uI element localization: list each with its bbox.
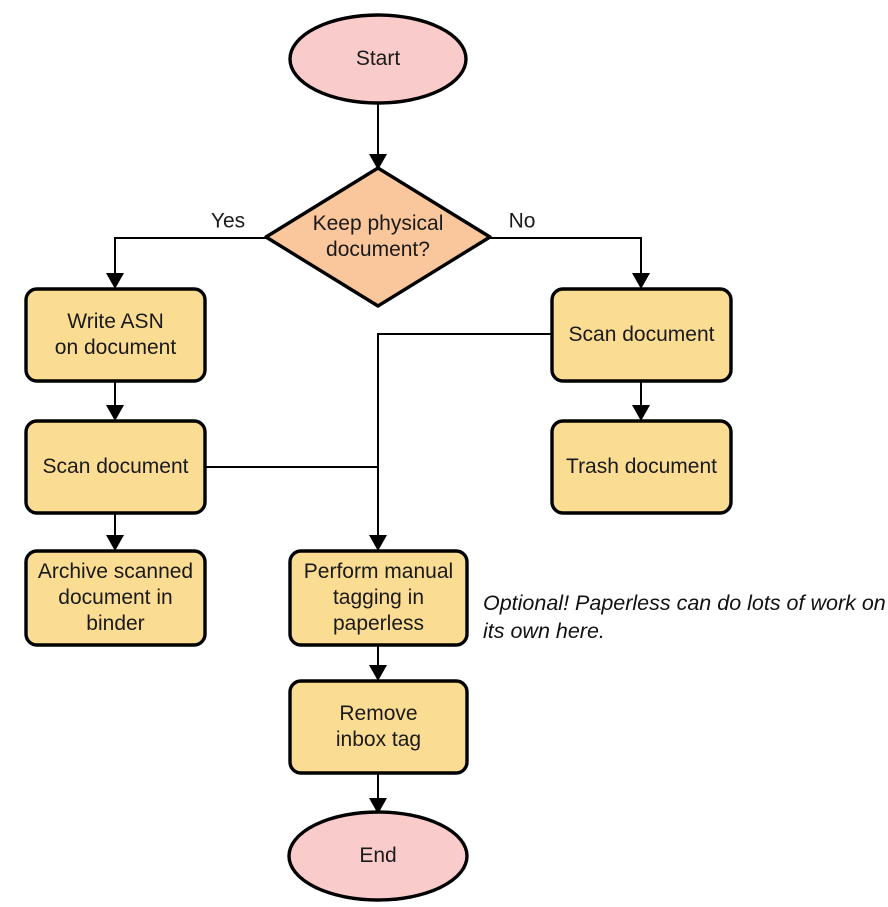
arrowhead-icon — [369, 154, 387, 170]
connector-line — [490, 237, 642, 285]
arrowhead-icon — [369, 665, 387, 681]
node-start[interactable]: Start — [288, 13, 468, 105]
arrowhead-icon — [369, 535, 387, 551]
edge-label: No — [509, 210, 536, 233]
terminator-shape — [288, 13, 468, 105]
node-end[interactable]: End — [287, 810, 469, 902]
arrowhead-icon — [106, 405, 124, 421]
process-shape — [24, 549, 207, 647]
terminator-shape — [287, 810, 469, 902]
process-shape — [288, 679, 469, 775]
edge-scan-right-to-tagging — [369, 333, 552, 551]
process-shape — [550, 419, 733, 515]
edge-write-asn-to-scan-left — [106, 381, 124, 421]
edge-tagging-to-remove-inbox — [369, 645, 387, 681]
arrowhead-icon — [632, 273, 650, 289]
node-label: Scan document — [43, 455, 189, 478]
edge-label: Yes — [211, 210, 245, 233]
process-shape — [288, 549, 469, 647]
edges-layer: Yes No — [106, 103, 650, 814]
edge-scan-left-to-archive — [106, 513, 124, 551]
node-label: Trash document — [566, 455, 717, 478]
arrowhead-icon — [106, 273, 124, 289]
edge-decision-no: No — [490, 210, 650, 289]
edge-scan-right-to-trash — [632, 381, 650, 421]
arrowhead-icon — [106, 535, 124, 551]
connector-line — [377, 333, 552, 547]
node-trash-document[interactable]: Trash document — [550, 419, 733, 515]
edge-remove-inbox-to-end — [369, 773, 387, 814]
note-optional-paperless: Optional! Paperless can do lots of work … — [483, 591, 886, 643]
arrowhead-icon — [632, 405, 650, 421]
connector-line — [114, 237, 266, 285]
edge-start-to-decision — [369, 103, 387, 170]
node-scan-document-right[interactable]: Scan document — [550, 287, 733, 383]
node-label: Start — [356, 47, 401, 70]
node-label: End — [359, 844, 396, 867]
decision-shape — [264, 166, 492, 308]
process-shape — [24, 287, 207, 383]
annotations-layer: Optional! Paperless can do lots of work … — [483, 591, 886, 643]
edge-decision-yes: Yes — [106, 210, 266, 289]
arrowhead-icon — [369, 798, 387, 814]
node-scan-document-left[interactable]: Scan document — [24, 419, 207, 515]
node-label: Scan document — [569, 323, 715, 346]
process-shape — [24, 419, 207, 515]
process-shape — [550, 287, 733, 383]
